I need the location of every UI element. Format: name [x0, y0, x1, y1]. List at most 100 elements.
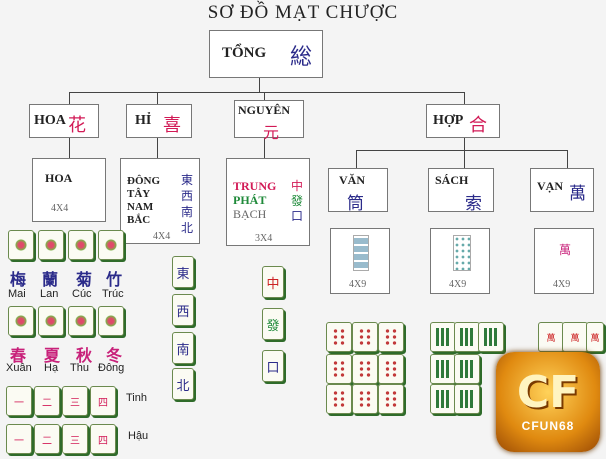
- season-cjk: 竹: [106, 266, 122, 290]
- season-viet: Thu: [70, 362, 89, 374]
- nguyen-count: 3X4: [255, 233, 272, 244]
- flower-tile-icon: [8, 230, 34, 260]
- green-dragon-tile: 發: [262, 308, 284, 340]
- connector: [464, 150, 465, 168]
- flower-tile-icon: [38, 230, 64, 260]
- dots-tile-icon: [352, 322, 378, 352]
- connector: [157, 138, 158, 158]
- hoa-detail-label: HOA: [45, 171, 72, 186]
- vann-preview: 萬 4X9: [534, 228, 594, 294]
- hop-sub-sach: SÁCH 索: [428, 168, 494, 212]
- sub-label: VĂN: [339, 173, 365, 188]
- season-viet: Đông: [98, 362, 124, 374]
- nguyen-detail-box: TRUNG PHÁT BẠCH 中 發 口 3X4: [226, 158, 310, 246]
- connector: [69, 92, 464, 93]
- logo-mark: CF: [517, 371, 579, 415]
- hi-count: 4X4: [153, 231, 170, 242]
- hau-tile-icon: 三: [62, 424, 88, 454]
- vann-count: 4X9: [553, 279, 570, 290]
- hau-label: Hậu: [128, 430, 148, 442]
- dots-tile-icon: [326, 384, 352, 414]
- hau-tile-icon: 四: [90, 424, 116, 454]
- flower-tile-icon: [68, 306, 94, 336]
- category-hop: HỢP 合: [426, 104, 500, 138]
- star-tile-icon: 一: [6, 386, 32, 416]
- bamboo-tile-icon: [454, 322, 480, 352]
- nguyen-line-bach: BẠCH: [233, 207, 266, 222]
- season-cjk: 梅: [10, 266, 26, 290]
- sub-cjk: 筒: [347, 189, 364, 214]
- sub-cjk: 萬: [569, 179, 586, 204]
- sach-count: 4X9: [449, 279, 466, 290]
- category-nguyen: NGUYÊN 元: [234, 100, 304, 138]
- connector: [464, 92, 465, 104]
- category-hoa: HOA 花: [29, 104, 99, 138]
- star-tile-icon: 三: [62, 386, 88, 416]
- hoa-count: 4X4: [51, 203, 68, 214]
- dots-tile-icon: [378, 384, 404, 414]
- season-viet: Lan: [40, 288, 58, 300]
- root-label: TỔNG: [222, 45, 266, 62]
- category-label: HOA: [34, 113, 66, 129]
- connector: [356, 150, 357, 168]
- star-tile-icon: 四: [90, 386, 116, 416]
- bamboo-tile-icon: [430, 384, 456, 414]
- bamboo-tile-icon: [454, 384, 480, 414]
- dots-tile-icon: [378, 322, 404, 352]
- bamboo-tile-icon: [430, 354, 456, 384]
- sach-preview: 4X9: [430, 228, 490, 294]
- dots-tile-icon: [326, 322, 352, 352]
- hi-line: NAM: [127, 201, 153, 213]
- logo-text: CFUN68: [522, 419, 575, 433]
- hi-cjk: 西: [181, 187, 193, 204]
- nguyen-line-phat: PHÁT: [233, 193, 266, 208]
- west-wind-tile: 西: [172, 294, 194, 326]
- circle-tile-icon: [353, 235, 369, 271]
- season-viet: Xuân: [6, 362, 32, 374]
- east-wind-tile: 東: [172, 256, 194, 288]
- flower-tile-icon: [38, 306, 64, 336]
- dots-tile-icon: [352, 384, 378, 414]
- north-wind-tile: 北: [172, 368, 194, 400]
- flower-tile-icon: [8, 306, 34, 336]
- nguyen-line-trung: TRUNG: [233, 179, 276, 194]
- character-tile-icon: [586, 322, 604, 352]
- character-tile-icon: [562, 322, 588, 352]
- diagram-title: SƠ ĐỒ MẠT CHƯỢC: [0, 2, 606, 24]
- hi-detail-box: ĐÔNG TÂY NAM BẮC 東 西 南 北 4X4: [120, 158, 200, 244]
- dots-tile-icon: [378, 354, 404, 384]
- van-count: 4X9: [349, 279, 366, 290]
- flower-tile-icon: [68, 230, 94, 260]
- bamboo-tile-icon: [453, 235, 471, 271]
- dots-tile-icon: [326, 354, 352, 384]
- hi-line: TÂY: [127, 188, 150, 200]
- south-wind-tile: 南: [172, 332, 194, 364]
- category-label: HỢP: [433, 113, 463, 129]
- season-cjk: 蘭: [42, 266, 58, 290]
- character-tile-icon: [538, 322, 564, 352]
- category-cjk: 花: [68, 111, 86, 137]
- bamboo-tile-icon: [454, 354, 480, 384]
- hi-cjk: 北: [181, 219, 193, 236]
- category-cjk: 元: [263, 119, 279, 143]
- connector: [69, 92, 70, 104]
- season-viet: Mai: [8, 288, 26, 300]
- flower-tile-icon: [98, 306, 124, 336]
- bamboo-tile-icon: [478, 322, 504, 352]
- white-dragon-tile: 口: [262, 350, 284, 382]
- wan-tile-icon: 萬: [559, 241, 571, 258]
- sub-cjk: 索: [465, 189, 482, 214]
- season-cjk: 菊: [76, 266, 92, 290]
- hi-line: ĐÔNG: [127, 175, 160, 187]
- season-viet: Trúc: [102, 288, 124, 300]
- category-label: HỈ: [135, 113, 151, 129]
- hi-cjk: 南: [181, 203, 193, 220]
- hi-line: BẮC: [127, 214, 150, 226]
- connector: [567, 150, 568, 168]
- category-hi: HỈ 喜: [126, 104, 192, 138]
- nguyen-cjk: 口: [291, 207, 303, 224]
- hi-cjk: 東: [181, 171, 193, 188]
- star-tile-icon: 二: [34, 386, 60, 416]
- connector: [259, 78, 260, 92]
- dots-tile-icon: [352, 354, 378, 384]
